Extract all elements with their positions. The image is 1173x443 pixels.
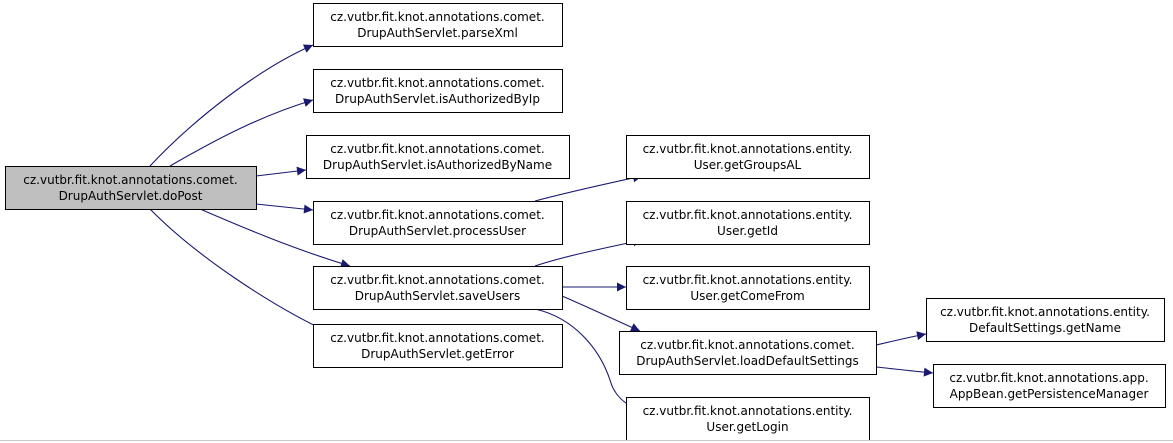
node-processUser[interactable]: cz.vutbr.fit.knot.annotations.comet. Drup… [313, 201, 563, 245]
node-saveUsers[interactable]: cz.vutbr.fit.knot.annotations.comet. Drup… [313, 266, 563, 310]
node-getError[interactable]: cz.vutbr.fit.knot.annotations.comet. Drup… [313, 324, 563, 368]
edge-doPost-to-isAuthorizedByName [255, 166, 307, 177]
node-label-line2: User.getGroupsAL [694, 158, 802, 172]
node-label-line1: cz.vutbr.fit.knot.annotations.comet. [330, 76, 544, 90]
node-getLogin[interactable]: cz.vutbr.fit.knot.annotations.entity. Use… [626, 397, 870, 441]
node-label-line2: DrupAuthServlet.processUser [349, 224, 526, 238]
node-label-line2: AppBean.getPersistenceManager [950, 387, 1149, 401]
edge-doPost-to-processUser [255, 203, 314, 214]
node-label-line1: cz.vutbr.fit.knot.annotations.comet. [330, 10, 544, 24]
node-label-line1: cz.vutbr.fit.knot.annotations.entity. [643, 404, 853, 418]
node-label-line2: DefaultSettings.getName [969, 321, 1121, 335]
node-getPersistenceManager[interactable]: cz.vutbr.fit.knot.annotations.app. AppBea… [933, 364, 1166, 408]
node-label-line2: DrupAuthServlet.parseXml [357, 26, 518, 40]
node-box [926, 298, 1165, 342]
node-loadDefaultSettings[interactable]: cz.vutbr.fit.knot.annotations.comet. Drup… [619, 331, 877, 375]
edge-doPost-to-getError [149, 208, 331, 334]
node-box [619, 331, 877, 375]
edge-saveUsers-to-loadDefaultSettings [561, 295, 641, 332]
node-isAuthorizedByName[interactable]: cz.vutbr.fit.knot.annotations.comet. Drup… [306, 135, 570, 179]
node-label-line2: DrupAuthServlet.getError [361, 347, 514, 361]
edges [149, 44, 934, 412]
node-box [626, 201, 870, 245]
edge-doPost-to-saveUsers [199, 208, 351, 268]
node-label-line2: DrupAuthServlet.isAuthorizedByIp [335, 92, 540, 106]
node-label-line1: cz.vutbr.fit.knot.annotations.entity. [643, 142, 853, 156]
node-label-line1: cz.vutbr.fit.knot.annotations.app. [949, 371, 1148, 385]
node-box [313, 266, 563, 310]
edge-saveUsers-to-getLogin [534, 308, 641, 412]
node-label-line2: DrupAuthServlet.saveUsers [355, 289, 521, 303]
bottom-divider [0, 440, 1173, 441]
node-label-line1: cz.vutbr.fit.knot.annotations.comet. [330, 331, 544, 345]
node-box [626, 135, 870, 179]
edge-loadDefaultSettings-to-getName [875, 331, 927, 346]
node-getGroupsAL[interactable]: cz.vutbr.fit.knot.annotations.entity. Use… [626, 135, 870, 179]
node-getComeFrom[interactable]: cz.vutbr.fit.knot.annotations.entity. Use… [626, 266, 870, 310]
node-box [313, 201, 563, 245]
edge-doPost-to-parseXml [149, 44, 314, 167]
node-getId[interactable]: cz.vutbr.fit.knot.annotations.entity. Use… [626, 201, 870, 245]
node-label-line2: DrupAuthServlet.doPost [59, 189, 203, 203]
edge-doPost-to-isAuthorizedByIp [169, 98, 314, 167]
edge-processUser-to-getGroupsAL [534, 173, 643, 202]
node-label-line2: DrupAuthServlet.isAuthorizedByName [323, 158, 552, 172]
node-box [626, 397, 870, 441]
node-label-line1: cz.vutbr.fit.knot.annotations.comet. [330, 208, 544, 222]
node-isAuthorizedByIp[interactable]: cz.vutbr.fit.knot.annotations.comet. Drup… [313, 69, 563, 113]
node-box [626, 266, 870, 310]
node-label-line2: User.getComeFrom [690, 289, 804, 303]
node-box [933, 364, 1166, 408]
node-box [313, 3, 563, 47]
node-label-line2: User.getId [717, 224, 778, 238]
node-label-line1: cz.vutbr.fit.knot.annotations.comet. [640, 338, 854, 352]
node-label-line1: cz.vutbr.fit.knot.annotations.comet. [330, 273, 544, 287]
node-box [313, 324, 563, 368]
nodes: cz.vutbr.fit.knot.annotations.comet. Drup… [5, 3, 1166, 441]
node-label-line1: cz.vutbr.fit.knot.annotations.comet. [23, 173, 237, 187]
node-label-line1: cz.vutbr.fit.knot.annotations.entity. [643, 273, 853, 287]
node-doPost: cz.vutbr.fit.knot.annotations.comet. Drup… [5, 166, 257, 210]
node-box [306, 135, 570, 179]
node-box [5, 166, 257, 210]
node-label-line2: DrupAuthServlet.loadDefaultSettings [636, 354, 859, 368]
node-label-line1: cz.vutbr.fit.knot.annotations.comet. [330, 142, 544, 156]
node-label-line1: cz.vutbr.fit.knot.annotations.entity. [940, 305, 1150, 319]
node-parseXml[interactable]: cz.vutbr.fit.knot.annotations.comet. Drup… [313, 3, 563, 47]
edge-loadDefaultSettings-to-getPersistenceManager [875, 366, 934, 377]
node-box [313, 69, 563, 113]
node-label-line1: cz.vutbr.fit.knot.annotations.entity. [643, 208, 853, 222]
node-label-line2: User.getLogin [706, 420, 788, 434]
node-getName[interactable]: cz.vutbr.fit.knot.annotations.entity. Def… [926, 298, 1165, 342]
